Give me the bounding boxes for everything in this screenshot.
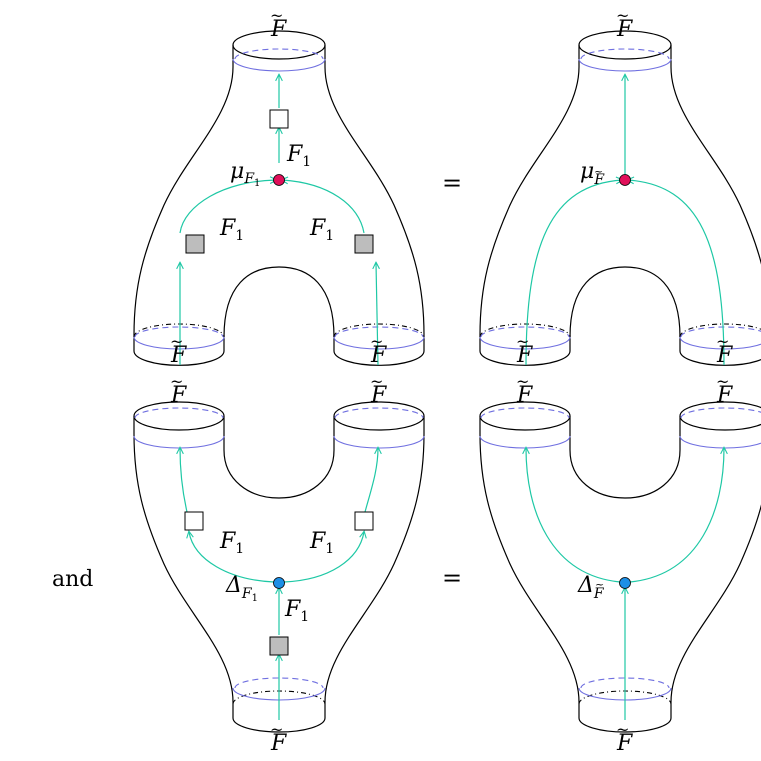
svg-text:~: ~ (594, 165, 603, 178)
label-F-tilde: F (370, 343, 387, 368)
white-box (184, 511, 204, 531)
mu-node (619, 174, 631, 186)
svg-text:~: ~ (616, 6, 629, 25)
svg-text:~: ~ (716, 372, 729, 391)
svg-text:~: ~ (370, 332, 383, 351)
gray-box (269, 636, 289, 656)
panel-mult-lhs: F ~ F1 μF1 F1 F1 F ~ F ~ (133, 6, 425, 368)
gray-box (354, 234, 374, 254)
panel-comult-lhs: F ~ F ~ F1 F1 ΔF1 F1 F ~ (133, 372, 425, 756)
white-box (354, 511, 374, 531)
label-F-tilde: F (716, 383, 733, 408)
panel-comult-rhs: F ~ F ~ ΔF ~ F ~ (479, 372, 761, 756)
svg-text:~: ~ (516, 332, 529, 351)
label-F-tilde: F (370, 383, 387, 408)
svg-text:~: ~ (170, 332, 183, 351)
label-delta-F-tilde: ΔF (577, 573, 605, 602)
tilde: ~ (270, 6, 283, 25)
white-box (269, 109, 289, 129)
svg-text:~: ~ (516, 372, 529, 391)
label-F-tilde: F (616, 17, 633, 42)
svg-text:~: ~ (716, 332, 729, 351)
and-text: and (52, 567, 93, 592)
label-F1: F1 (309, 529, 334, 557)
delta-node (619, 577, 631, 589)
svg-text:~: ~ (595, 578, 604, 591)
equals-sign: = (442, 169, 462, 197)
label-F-tilde: F (170, 383, 187, 408)
label-mu-F-tilde: μF (580, 159, 605, 188)
label-F1: F1 (219, 216, 244, 244)
mu-node (273, 174, 285, 186)
label-F-tilde: F (716, 343, 733, 368)
equals-sign: = (442, 564, 462, 592)
label-F-tilde: F (516, 383, 533, 408)
label-delta-F1: ΔF1 (225, 573, 258, 604)
label-F-tilde: F (270, 731, 287, 756)
gray-box (185, 234, 205, 254)
svg-text:~: ~ (616, 720, 629, 739)
label-F1: F1 (219, 529, 244, 557)
label-F-tilde: F (616, 731, 633, 756)
label-F1: F1 (309, 216, 334, 244)
panel-mult-rhs: F ~ μF ~ F ~ F ~ (479, 6, 761, 368)
label-F-tilde: F (270, 17, 287, 42)
label-F1: F1 (284, 597, 309, 625)
svg-text:~: ~ (370, 372, 383, 391)
svg-text:~: ~ (170, 372, 183, 391)
svg-text:~: ~ (270, 720, 283, 739)
label-mu-F1: μF1 (230, 159, 260, 189)
label-F-tilde: F (170, 343, 187, 368)
label-F1: F1 (286, 142, 311, 170)
delta-node (273, 577, 285, 589)
label-F-tilde: F (516, 343, 533, 368)
